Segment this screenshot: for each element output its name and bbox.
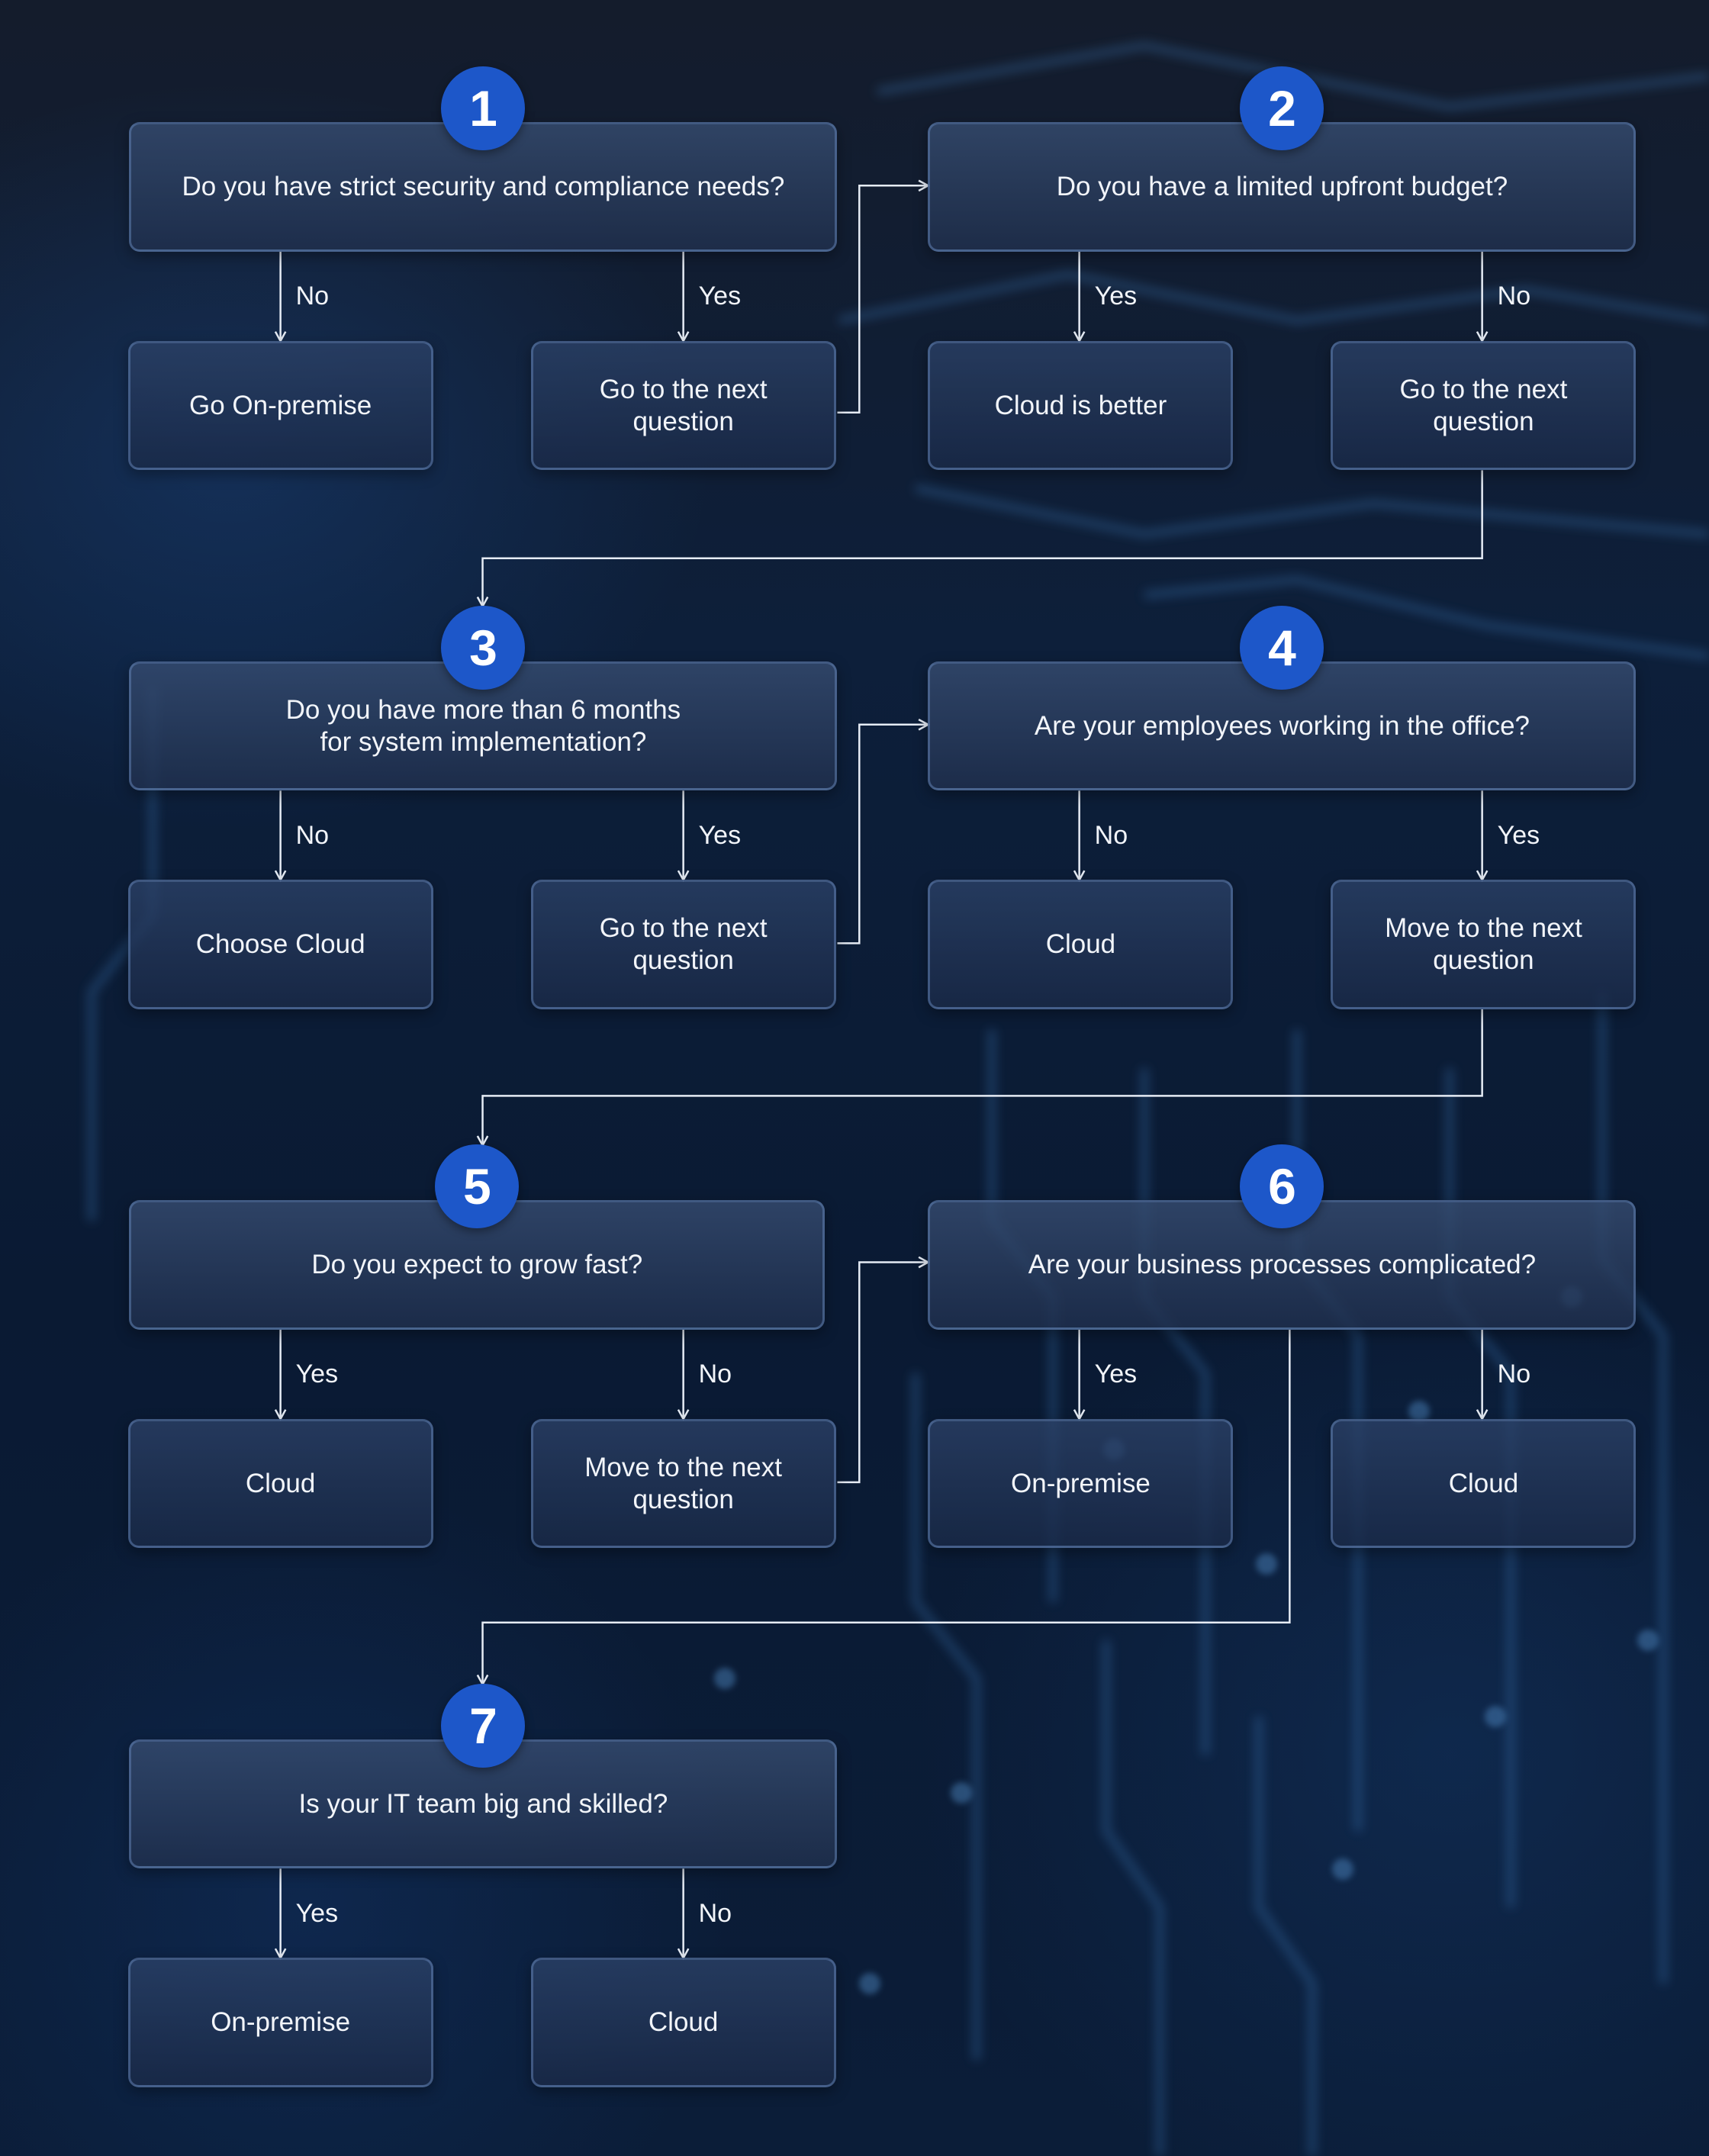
branch-label-7-left: Yes [295, 1898, 339, 1928]
branch-label-3-right: Yes [698, 820, 742, 850]
answer-box-5-left: Cloud [127, 1418, 433, 1549]
answer-box-6-left: On-premise [928, 1418, 1234, 1549]
branch-label-2-right: No [1497, 282, 1531, 311]
step-number-badge-1: 1 [441, 66, 526, 151]
branch-label-7-right: No [698, 1898, 732, 1928]
flow-connector-2-3 [481, 470, 1483, 607]
flow-connector-4-5 [481, 1009, 1483, 1146]
answer-box-1-left: Go On-premise [127, 340, 433, 471]
step-number-badge-4: 4 [1240, 605, 1324, 690]
step-number-badge-7: 7 [441, 1683, 526, 1768]
branch-label-6-left: Yes [1094, 1360, 1138, 1389]
answer-box-7-right: Cloud [530, 1958, 836, 2087]
flow-connector-6-7 [481, 1329, 1291, 1685]
flow-connector-5-6 [837, 1261, 929, 1484]
branch-label-1-right: Yes [698, 282, 742, 311]
branch-label-5-right: No [698, 1360, 732, 1389]
answer-box-4-right: Move to the next question [1331, 880, 1637, 1009]
answer-box-3-left: Choose Cloud [127, 880, 433, 1009]
branch-label-4-right: Yes [1497, 820, 1540, 850]
branch-label-4-left: No [1094, 820, 1128, 850]
answer-box-7-left: On-premise [127, 1958, 433, 2087]
answer-box-1-right: Go to the next question [530, 340, 836, 471]
step-number-badge-6: 6 [1240, 1144, 1324, 1229]
flow-connector-1-2 [837, 185, 929, 414]
flow-connector-3-4 [837, 723, 929, 944]
branch-label-3-left: No [295, 820, 330, 850]
answer-box-3-right: Go to the next question [530, 880, 836, 1009]
answer-box-6-right: Cloud [1331, 1418, 1637, 1549]
branch-label-6-right: No [1497, 1360, 1531, 1389]
answer-box-2-right: Go to the next question [1331, 340, 1637, 471]
answer-box-4-left: Cloud [928, 880, 1234, 1009]
step-number-badge-5: 5 [435, 1144, 520, 1229]
branch-label-5-left: Yes [295, 1360, 339, 1389]
step-number-badge-2: 2 [1240, 66, 1324, 151]
branch-label-1-left: No [295, 282, 330, 311]
step-number-badge-3: 3 [441, 605, 526, 690]
branch-label-2-left: Yes [1094, 282, 1138, 311]
answer-box-5-right: Move to the next question [530, 1418, 836, 1549]
answer-box-2-left: Cloud is better [928, 340, 1234, 471]
